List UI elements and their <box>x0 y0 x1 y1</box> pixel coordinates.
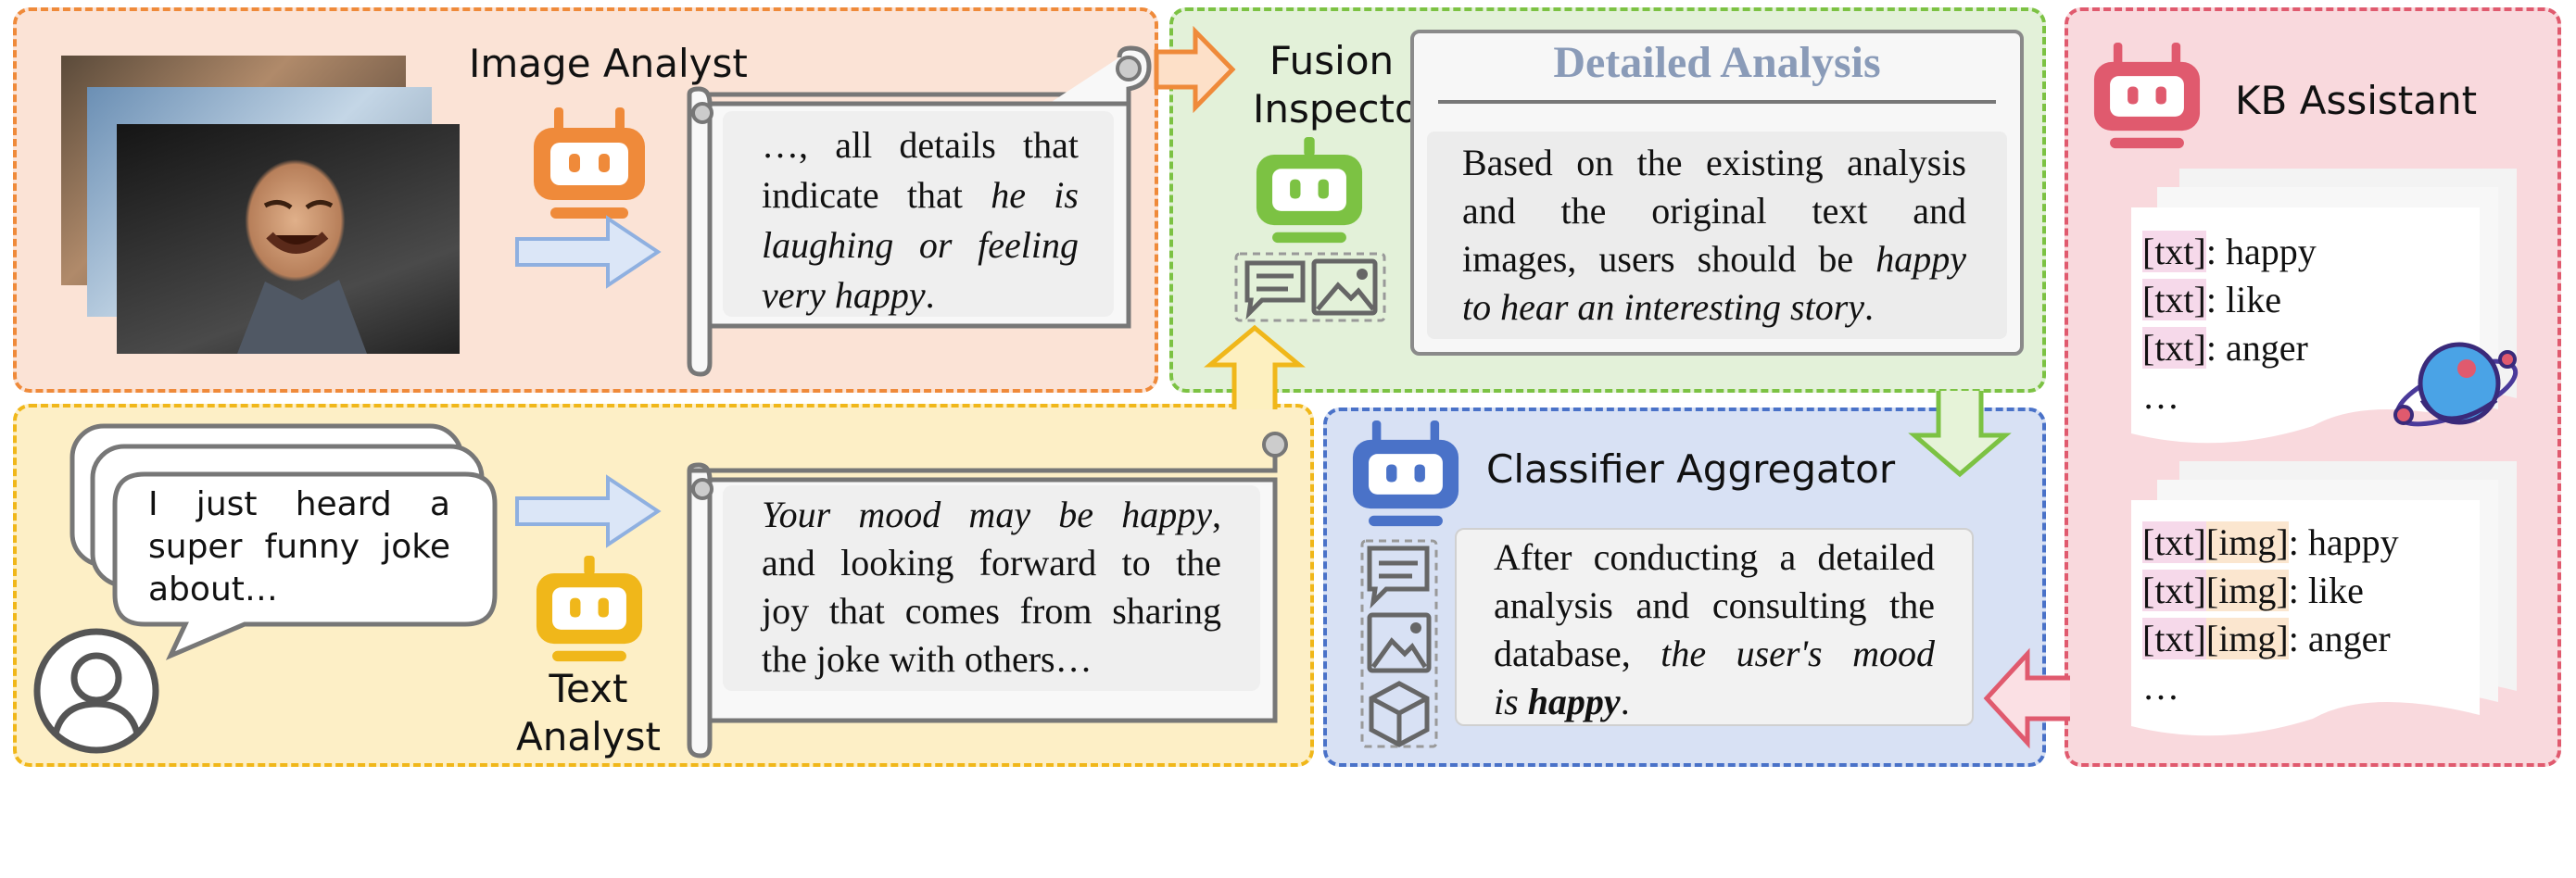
photo-front-detail <box>237 200 367 354</box>
classifier-card-text: After conducting a detailed analysis and… <box>1494 533 1935 726</box>
robot-icon-green <box>1256 137 1363 244</box>
arrow-down-green-icon <box>1908 391 2012 478</box>
fi-line-3a: images, users should be <box>1462 238 1876 280</box>
ta-line-3: joy that comes from sharing <box>762 590 1221 632</box>
fi-line-1: Based on the existing analysis <box>1462 142 1966 183</box>
arrow-right-orange-icon <box>1154 25 1236 114</box>
image-analyst-title: Image Analyst <box>469 41 748 86</box>
kb-tag-txt: [txt] <box>2142 618 2206 659</box>
detailed-analysis-title: Detailed Analysis <box>1553 38 1881 87</box>
robot-icon-orange <box>534 107 645 219</box>
ta-line-2: and looking forward to the <box>762 542 1221 583</box>
ca-line-4c: . <box>1620 681 1630 722</box>
kb-ellipsis: … <box>2142 375 2179 417</box>
image-icon <box>1311 258 1378 316</box>
fi-line-4b: . <box>1864 286 1875 328</box>
bubble-line-3: about… <box>148 571 278 608</box>
robot-icon-red <box>2093 43 2201 149</box>
kb-tag-img: [img] <box>2205 570 2289 611</box>
arrow-up-yellow-icon <box>1204 324 1306 409</box>
fi-line-3b: happy <box>1875 238 1966 280</box>
kb-mixed-entries: [txt][img]: happy [txt][img]: like [txt]… <box>2142 519 2399 711</box>
robot-icon-blue <box>1352 420 1459 527</box>
scroll-inner <box>723 485 1260 691</box>
kb-mixed-entry: [txt][img]: like <box>2142 570 2364 611</box>
fusion-title-line1: Fusion <box>1269 38 1395 83</box>
fusion-title-line2: Inspector <box>1253 86 1434 132</box>
ca-line-2: analysis and consulting the <box>1494 584 1935 626</box>
classifier-card <box>1455 528 1974 726</box>
text-analyst-scroll-text: Your mood may be happy, and looking forw… <box>762 491 1221 684</box>
kb-tag-img: [img] <box>2205 521 2289 563</box>
detailed-analysis-inner <box>1427 132 2007 339</box>
fi-line-2: and the original text and <box>1462 190 1966 232</box>
kb-tag-txt: [txt] <box>2142 570 2206 611</box>
ca-line-1: After conducting a detailed <box>1494 536 1935 578</box>
ia-line-2a: indicate that <box>762 174 991 216</box>
kb-tag-txt: [txt] <box>2142 231 2206 272</box>
scroll-inner <box>723 111 1114 317</box>
arrow-right-icon <box>515 215 662 289</box>
classifier-aggregator-title: Classifier Aggregator <box>1486 446 1896 492</box>
kb-mixed-entry: [txt][img]: anger <box>2142 618 2391 659</box>
text-analyst-title: Text Analyst <box>506 665 671 761</box>
planet-icon <box>2393 342 2519 427</box>
image-icon <box>1367 612 1432 673</box>
kb-ellipsis: … <box>2142 666 2179 708</box>
kb-assistant-title: KB Assistant <box>2235 78 2478 123</box>
ca-line-3a: database, <box>1494 633 1661 674</box>
arrow-right-icon <box>515 474 662 548</box>
detailed-analysis-text: Based on the existing analysis and the o… <box>1462 139 1966 332</box>
robot-icon-yellow <box>536 556 643 662</box>
ta-line-1b: , <box>1212 494 1221 535</box>
ia-line-4b: . <box>925 274 935 316</box>
kb-tag-txt: [txt] <box>2142 279 2206 320</box>
user-message-text: I just heard a super funny joke about… <box>148 483 450 611</box>
kb-tag-txt: [txt] <box>2142 327 2206 369</box>
ta-title-line1: Text <box>549 666 628 711</box>
fusion-inspector-title: Fusion Inspector <box>1253 37 1434 133</box>
chat-text-icon <box>1244 260 1306 320</box>
ia-line-2b: he is <box>991 174 1079 216</box>
kb-text-entries: [txt]: happy [txt]: like [txt]: anger … <box>2142 228 2317 420</box>
ia-line-3: laughing or feeling <box>762 224 1079 266</box>
arrow-left-red-icon <box>1983 647 2070 749</box>
ta-line-1a: Your mood may be happy <box>762 494 1212 535</box>
kb-tag-txt: [txt] <box>2142 521 2206 563</box>
cube-icon <box>1369 681 1430 747</box>
bubble-line-1: I just heard a <box>148 485 450 523</box>
kb-text-entry: [txt]: like <box>2142 279 2281 320</box>
ia-line-4a: very happy <box>762 274 926 316</box>
kb-text-entry: [txt]: happy <box>2142 231 2317 272</box>
ca-line-3b: the user's mood <box>1661 633 1936 674</box>
user-avatar-icon <box>33 628 159 754</box>
modality-stack-icons <box>1360 539 1438 748</box>
kb-mixed-entry: [txt][img]: happy <box>2142 521 2399 563</box>
speech-bubble-stack <box>69 423 498 660</box>
chat-text-icon <box>1367 546 1430 609</box>
fi-line-4a: to hear an interesting story <box>1462 286 1865 328</box>
image-analyst-scroll-text: …, all details that indicate that he is … <box>762 120 1079 320</box>
bubble-line-2: super funny joke <box>148 528 450 566</box>
ta-title-line2: Analyst <box>516 714 661 759</box>
ta-line-4: the joke with others… <box>762 638 1092 680</box>
ca-line-4a: is <box>1494 681 1528 722</box>
ca-line-4b: happy <box>1527 681 1621 722</box>
kb-tag-img: [img] <box>2205 618 2289 659</box>
ia-line-1: …, all details that <box>762 124 1079 166</box>
text-image-modality-icons <box>1234 252 1386 322</box>
card-divider <box>1438 100 1996 104</box>
kb-text-entry: [txt]: anger <box>2142 327 2308 369</box>
